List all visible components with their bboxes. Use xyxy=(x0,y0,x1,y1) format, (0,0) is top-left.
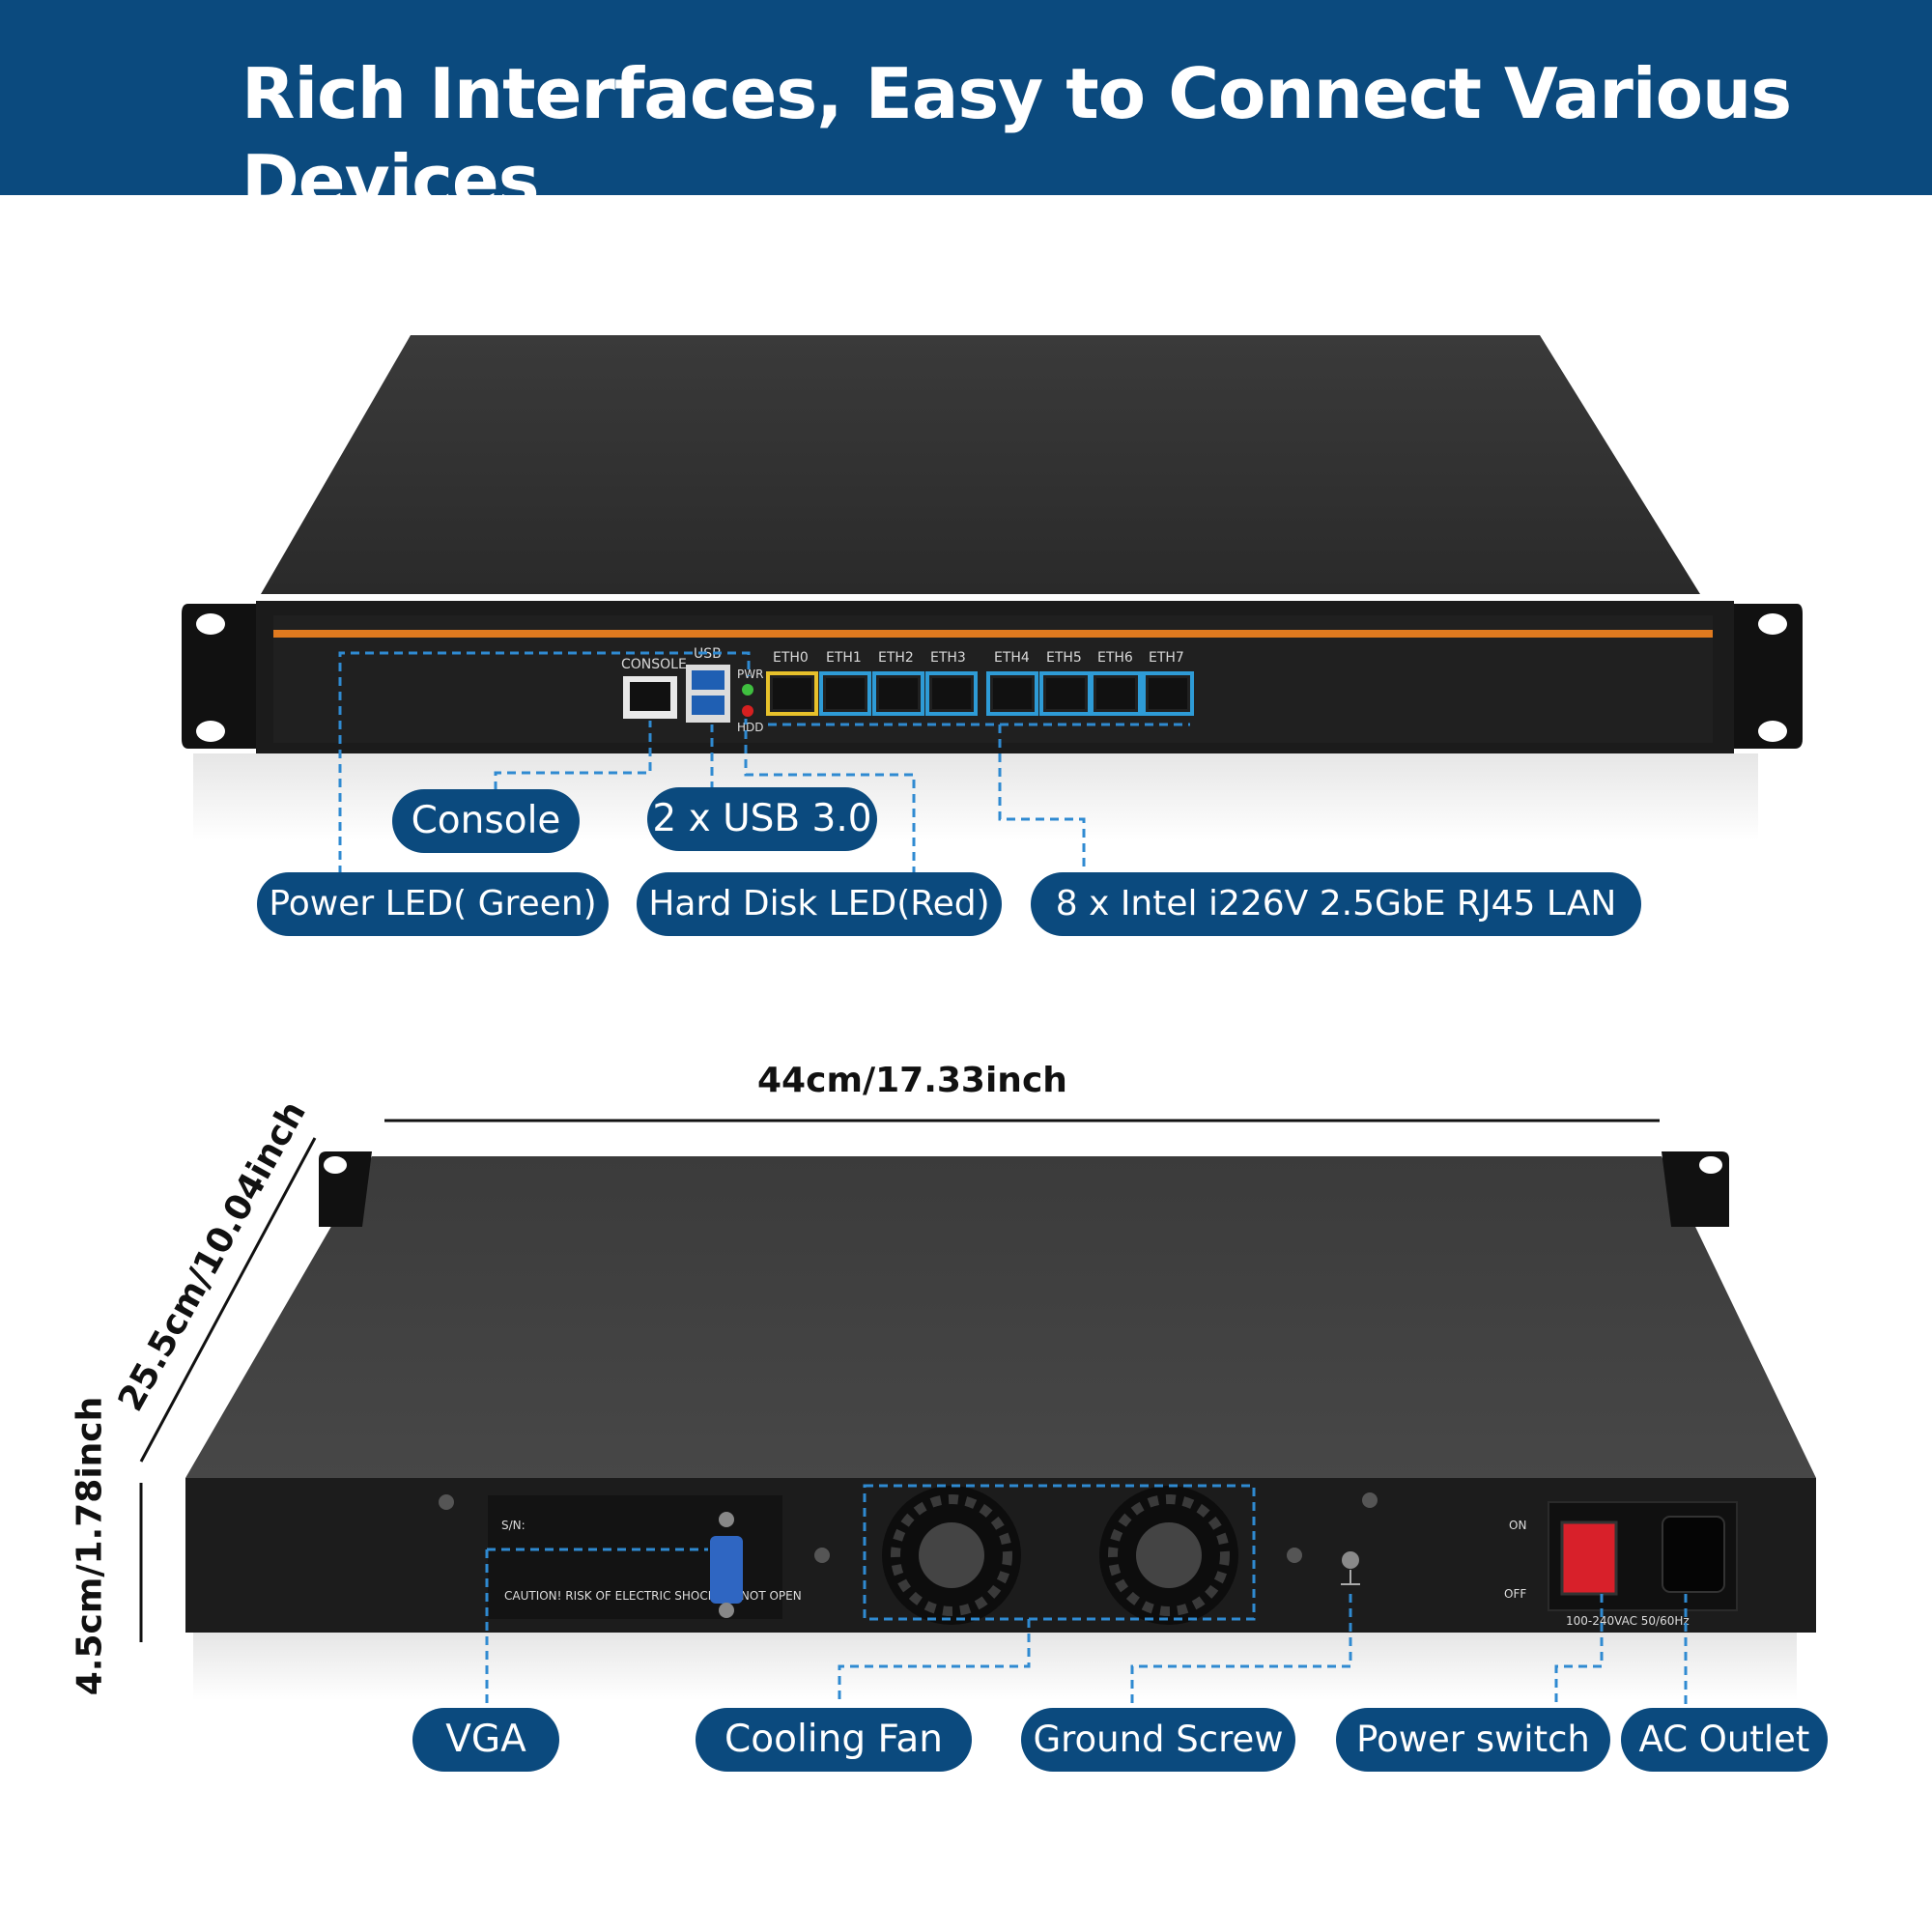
eth-port-label: ETH7 xyxy=(1149,650,1184,666)
eth6-port xyxy=(1090,671,1142,716)
front-callout-lines xyxy=(338,651,1190,875)
page-title: Rich Interfaces, Easy to Connect Various… xyxy=(242,53,1792,221)
height-dimension-label: 4.5cm/1.78inch xyxy=(70,1396,110,1696)
hdd-led-label: HDD xyxy=(737,721,764,734)
eth-port-label: ETH0 xyxy=(773,650,809,666)
eth-port-label: ETH1 xyxy=(826,650,862,666)
eth-ports xyxy=(766,671,1194,716)
header-banner: Rich Interfaces, Easy to Connect Various… xyxy=(0,0,1932,221)
rear-top-cover xyxy=(185,1156,1816,1478)
hdd-led-callout: Hard Disk LED(Red) xyxy=(637,872,1002,936)
front-right-rack-ear xyxy=(1729,604,1803,749)
console-callout: Console xyxy=(392,789,580,853)
depth-dimension-line xyxy=(139,1137,317,1463)
lan-callout: 8 x Intel i226V 2.5GbE RJ45 LAN xyxy=(1031,872,1641,936)
front-accent-stripe xyxy=(273,630,1713,638)
ac-outlet-callout: AC Outlet xyxy=(1621,1708,1828,1772)
vga-port xyxy=(710,1512,743,1618)
rear-screw xyxy=(1362,1492,1378,1508)
eth7-port xyxy=(1142,671,1194,716)
rear-right-rack-ear xyxy=(1662,1151,1729,1227)
cooling-fan-callout: Cooling Fan xyxy=(696,1708,972,1772)
usb-port-label: USB xyxy=(694,646,722,662)
usb-ports xyxy=(686,665,730,723)
power-led-callout: Power LED( Green) xyxy=(257,872,609,936)
eth4-port xyxy=(986,671,1038,716)
rear-device: S/N: CAUTION! RISK OF ELECTRIC SHOCK DO … xyxy=(139,1119,1816,1705)
console-port xyxy=(623,676,677,719)
width-dimension-label: 44cm/17.33inch xyxy=(757,1061,1067,1100)
eth-port-label: ETH6 xyxy=(1097,650,1133,666)
power-switch xyxy=(1560,1520,1618,1596)
switch-off-label: OFF xyxy=(1504,1587,1526,1601)
eth3-port xyxy=(925,671,978,716)
serial-label: S/N: xyxy=(501,1519,526,1532)
cooling-fan xyxy=(882,1486,1021,1625)
front-left-rack-ear xyxy=(182,604,261,749)
eth0-port xyxy=(766,671,818,716)
eth-port-label: ETH4 xyxy=(994,650,1030,666)
front-device: CONSOLE USB PWR HDD xyxy=(182,335,1803,875)
vga-callout: VGA xyxy=(412,1708,559,1772)
power-rating-label: 100-240VAC 50/60Hz xyxy=(1566,1614,1690,1628)
rear-screw xyxy=(814,1548,830,1563)
eth-port-label: ETH3 xyxy=(930,650,966,666)
front-top-cover xyxy=(261,335,1700,594)
ground-screw xyxy=(1341,1551,1360,1585)
ground-screw-callout: Ground Screw xyxy=(1021,1708,1295,1772)
switch-on-label: ON xyxy=(1509,1519,1526,1532)
eth2-port xyxy=(872,671,924,716)
hdd-led xyxy=(742,705,753,717)
rear-callout-lines xyxy=(485,1484,1688,1705)
usb-callout: 2 x USB 3.0 xyxy=(647,787,877,851)
ac-outlet xyxy=(1662,1516,1725,1593)
power-switch-callout: Power switch xyxy=(1336,1708,1610,1772)
eth-port-label: ETH5 xyxy=(1046,650,1082,666)
rear-screw xyxy=(1287,1548,1302,1563)
console-port-label: CONSOLE xyxy=(621,657,687,672)
eth1-port xyxy=(819,671,871,716)
pwr-led xyxy=(742,684,753,696)
pwr-led-label: PWR xyxy=(737,668,763,681)
rear-screw xyxy=(439,1494,454,1510)
caution-label: CAUTION! RISK OF ELECTRIC SHOCK DO NOT O… xyxy=(504,1589,802,1603)
cooling-fan xyxy=(1099,1486,1238,1625)
rear-left-rack-ear xyxy=(319,1151,372,1227)
eth-port-label: ETH2 xyxy=(878,650,914,666)
